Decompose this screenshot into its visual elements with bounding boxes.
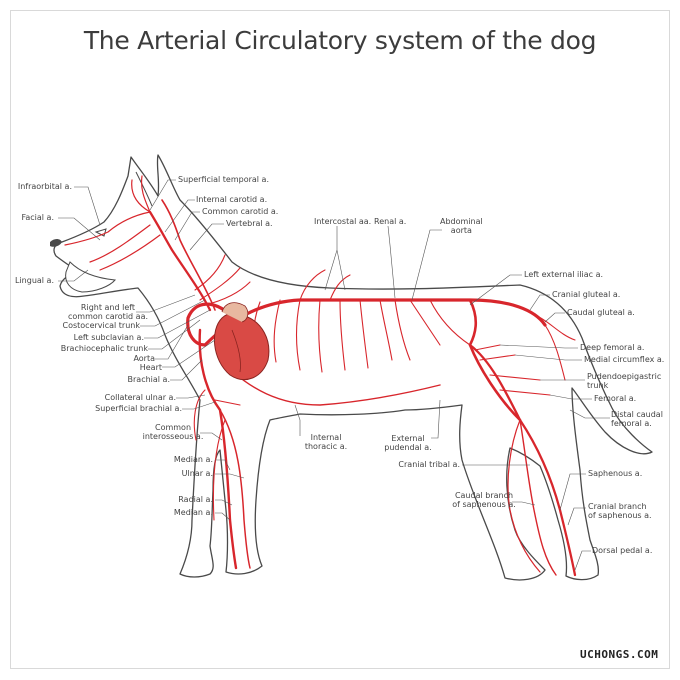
label-external-pudendal-line2: pudendal a. [384,442,432,452]
ear-inner-outline [135,171,153,207]
label-abdominal-aorta: Abdominal aorta [440,217,483,235]
carotid-vessel-2 [161,199,216,311]
label-cranial-branch-saphenous-line1: Cranial branch [588,502,647,511]
forelimb-vessel [198,328,238,570]
neck-branches [194,254,251,306]
label-abdominal-aorta-line2: aorta [450,225,472,235]
label-brachiocephalic: Brachiocephalic trunk [60,344,148,353]
forelimb-vessel-2 [219,409,251,569]
label-common-interosseous-line1: Common [154,423,192,432]
label-caudal-branch-saphenous-line1: Caudal branch [454,491,514,500]
heart-illustration [213,302,270,380]
label-superficial-brachial: Superficial brachial a. [95,404,182,413]
label-internal-thoracic-line1: Internal [310,433,342,442]
watermark-text: UCHONGS.COM [580,648,659,661]
label-common-interosseous-line2: interosseous a. [142,431,204,441]
label-aorta: Aorta [133,354,155,363]
label-medial-circumflex: Medial circumflex a. [584,355,665,364]
label-distal-caudal-femoral-line2: femoral a. [611,418,652,428]
label-cranial-branch-saphenous: Cranial branch of saphenous a. [588,502,652,520]
label-external-pudendal: External pudendal a. [378,434,438,452]
label-caudal-branch-saphenous: Caudal branch of saphenous a. [446,491,522,509]
tongue-outline [65,261,116,293]
label-internal-thoracic: Internal thoracic a. [296,433,356,451]
label-left-external-iliac: Left external iliac a. [524,270,604,279]
label-lingual: Lingual a. [14,276,54,285]
label-intercostal: Intercostal aa. [314,217,372,226]
label-dorsal-pedal: Dorsal pedal a. [592,546,653,555]
label-radial: Radial a. [178,495,213,504]
label-internal-carotid: Internal carotid a. [196,195,268,204]
label-superficial-temporal: Superficial temporal a. [178,175,269,184]
label-distal-caudal-femoral-line1: Distal caudal [611,410,663,419]
diagram-title: The Arterial Circulatory system of the d… [83,26,597,55]
label-right-left-common-carotid-line1: Right and left [80,303,136,312]
hind-leg-branch [519,419,557,576]
label-right-left-common-carotid: Right and left common carotid aa. [58,303,158,321]
label-right-left-common-carotid-line2: common carotid aa. [67,311,149,321]
label-heart: Heart [139,363,162,372]
label-brachial: Brachial a. [127,375,170,384]
label-median-upper: Median a. [173,455,213,464]
label-distal-caudal-femoral: Distal caudal femoral a. [611,410,663,428]
forelimb-branches [193,389,241,521]
abdominal-branches [394,299,471,361]
label-infraorbital: Infraorbital a. [17,182,72,191]
label-left-subclavian: Left subclavian a. [73,333,144,342]
label-renal: Renal a. [374,217,407,226]
label-abdominal-aorta-line1: Abdominal [440,217,483,226]
watermark-logo: UCHONGS.COM [580,648,658,661]
label-cranial-branch-saphenous-line2: of saphenous a. [588,510,652,520]
label-costocervical: Costocervical trunk [62,321,140,330]
label-median-lower: Median a. [173,508,213,517]
hind-leg-branch-2 [507,419,541,573]
label-pudendoepigastric-line1: Pudendoepigastric [587,372,662,381]
label-ulnar: Ulnar a. [181,469,213,478]
nose [50,239,62,247]
label-common-carotid: Common carotid a. [202,207,279,216]
carotid-vessel [148,210,212,312]
thigh-branches [474,314,576,396]
label-vertebral: Vertebral a. [226,219,273,228]
dog-outline [53,154,653,581]
head-branches [64,175,161,271]
label-pudendoepigastric-line2: trunk [587,380,609,390]
arteries [64,175,577,577]
label-internal-thoracic-line2: thoracic a. [304,441,348,451]
label-caudal-gluteal: Caudal gluteal a. [567,308,635,317]
label-deep-femoral: Deep femoral a. [580,343,645,352]
label-saphenous: Saphenous a. [588,469,643,478]
label-cranial-gluteal: Cranial gluteal a. [552,290,621,299]
label-collateral-ulnar: Collateral ulnar a. [104,393,176,402]
label-cranial-tibial: Cranial tribal a. [398,460,460,469]
label-pudendoepigastric: Pudendoepigastric trunk [587,372,662,390]
label-external-pudendal-line1: External [391,434,425,443]
leader-lines [58,179,610,571]
image-frame [10,10,670,669]
label-common-interosseous: Common interosseous a. [138,423,208,441]
label-facial: Facial a. [21,213,54,222]
label-caudal-branch-saphenous-line2: of saphenous a. [452,499,516,509]
label-femoral: Femoral a. [594,394,637,403]
internal-thoracic-vessel [219,359,441,406]
